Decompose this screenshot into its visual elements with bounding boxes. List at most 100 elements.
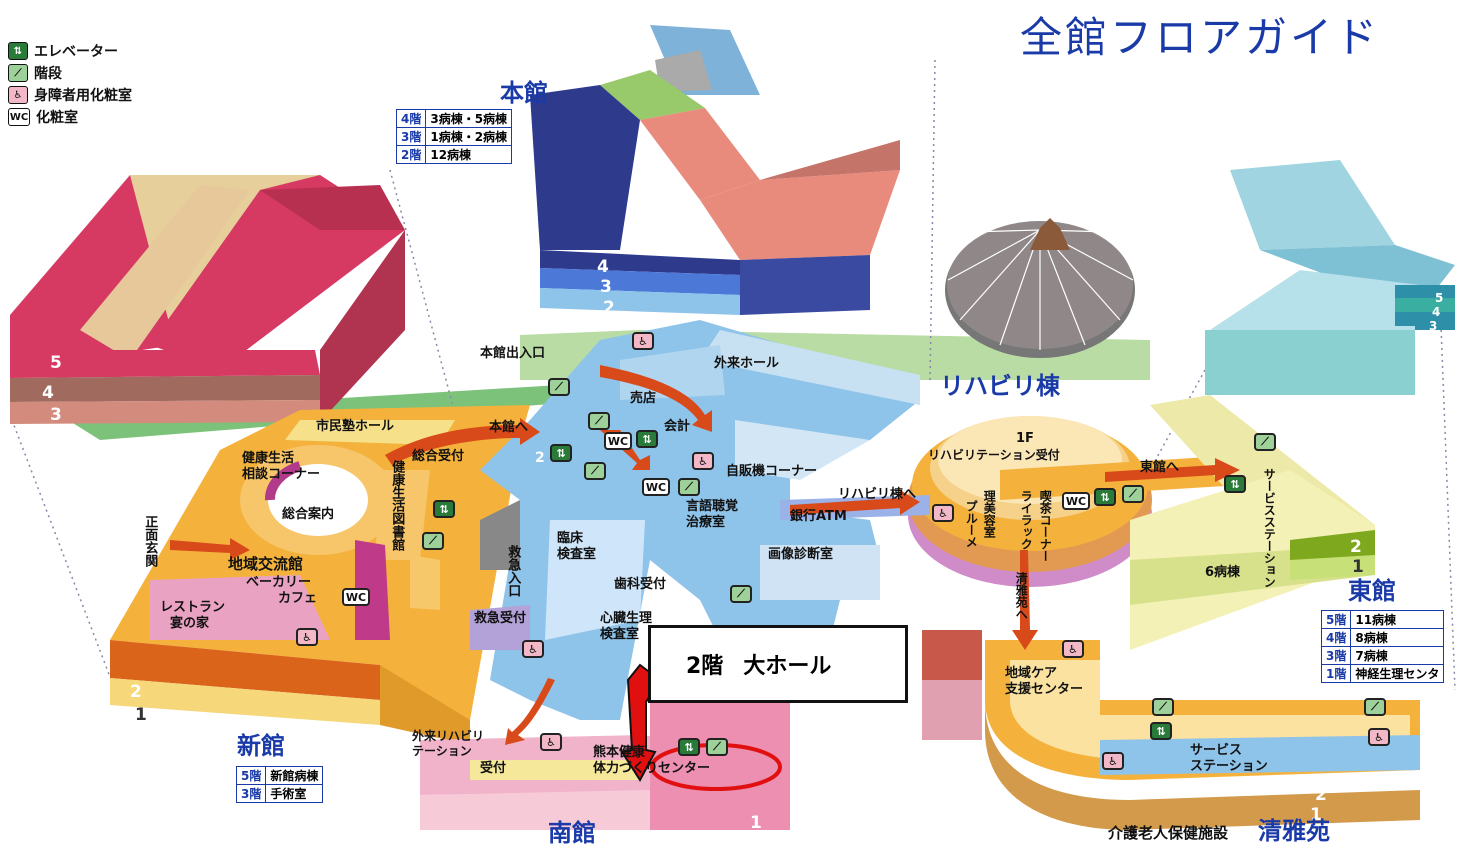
- label-bakery-cafe: カフェ: [278, 591, 318, 606]
- legend-label: 化粧室: [36, 110, 78, 126]
- label-health-consult: 健康生活: [242, 451, 295, 466]
- accessible-toilet-icon: ♿: [1368, 728, 1390, 746]
- label-honkan-entrance: 本館出入口: [480, 346, 546, 361]
- floor-desc: 手術室: [265, 784, 324, 803]
- label-community-care-center: 支援センター: [1005, 682, 1084, 697]
- minamikan-floor-1: 1: [750, 813, 762, 833]
- floor-level: 3階: [235, 784, 267, 803]
- svg-text:5: 5: [1435, 291, 1443, 305]
- floor-level: 5階: [1320, 610, 1352, 629]
- wc-icon: WC: [604, 432, 632, 450]
- floor-desc: 11病棟: [1350, 610, 1445, 629]
- east-ground: [1130, 395, 1375, 650]
- label-cardio-room: 検査室: [600, 627, 640, 642]
- label-restaurant-name: 宴の家: [170, 616, 210, 631]
- floor-desc: 12病棟: [425, 145, 513, 164]
- floor-desc: 神経生理センタ: [1350, 664, 1445, 683]
- stairs-icon: ⟋: [1122, 485, 1144, 503]
- seigaen: [922, 630, 1420, 830]
- floor-level: 5階: [235, 766, 267, 785]
- legend-item-stairs: ⟋ 階段: [8, 62, 132, 84]
- elevator-icon: ⇅: [1094, 488, 1116, 506]
- label-beauty: 理美容室: [982, 490, 997, 538]
- stairs-icon: ⟋: [678, 478, 700, 496]
- honkan-floor-2: 2: [603, 298, 615, 318]
- floor-row: 1階神経生理センタ: [1320, 664, 1445, 683]
- accessible-toilet-icon: ♿: [296, 628, 318, 646]
- rehab-name: リハビリ棟: [940, 372, 1060, 400]
- elevator-icon: ⇅: [678, 738, 700, 756]
- wc-icon: WC: [1062, 492, 1090, 510]
- rehab-floor-1f: 1F: [1016, 431, 1034, 446]
- accessible-toilet-icon: ♿: [8, 86, 28, 104]
- accessible-toilet-icon: ♿: [692, 452, 714, 470]
- floor-desc: 新館病棟: [265, 766, 324, 785]
- floor-level: 4階: [395, 109, 427, 128]
- shinkan-floor-4: 4: [42, 383, 54, 403]
- label-emergency-reception: 救急受付: [474, 611, 527, 626]
- callout-place: 大ホール: [743, 654, 832, 679]
- wc-icon: WC: [342, 588, 370, 606]
- seigaen-name: 清雅苑: [1258, 817, 1330, 845]
- accessible-toilet-icon: ♿: [540, 733, 562, 751]
- accessible-toilet-icon: ♿: [932, 504, 954, 522]
- label-shop: 売店: [630, 391, 657, 406]
- honkan-floor-3: 3: [600, 277, 612, 297]
- label-speech: 言語聴覚: [686, 499, 739, 514]
- east-upper-building: [1205, 160, 1455, 395]
- label-library: 健康生活図書館: [389, 460, 405, 551]
- label-front-entrance: 正面玄関: [142, 515, 158, 567]
- higashikan-name: 東館: [1348, 577, 1396, 605]
- label-bakery: ベーカリー: [246, 575, 312, 590]
- label-vending: 自販機コーナー: [726, 464, 818, 479]
- label-clinical-lab-room: 検査室: [557, 547, 597, 562]
- label-lilac: ライラック: [1019, 490, 1034, 550]
- honkan-floor-4: 4: [597, 257, 609, 277]
- label-ward6: 6病棟: [1205, 565, 1241, 580]
- floor-desc: 7病棟: [1350, 646, 1445, 665]
- accessible-toilet-icon: ♿: [522, 640, 544, 658]
- label-kumamoto-health-center: 体力づくりセンター: [593, 761, 711, 776]
- stairs-icon: ⟋: [1364, 698, 1386, 716]
- callout-box: 2階 大ホール: [648, 625, 908, 703]
- label-restaurant: レストラン: [160, 600, 226, 615]
- shinkan-ground: [110, 405, 530, 745]
- legend-label: 身障者用化粧室: [34, 88, 132, 104]
- legend-label: 階段: [34, 66, 62, 82]
- floor-desc: 8病棟: [1350, 628, 1445, 647]
- svg-text:4: 4: [1432, 305, 1440, 319]
- elevator-icon: ⇅: [1224, 475, 1246, 493]
- label-info: 総合案内: [282, 507, 335, 522]
- legend-item-accessible-toilet: ♿ 身障者用化粧室: [8, 84, 132, 106]
- label-bank-atm: 銀行ATM: [790, 509, 847, 524]
- wc-icon: WC: [8, 108, 30, 126]
- shinkan-upper-building: [10, 175, 405, 424]
- label-service-station-seigaen: サービス: [1190, 743, 1243, 758]
- label-dental: 歯科受付: [614, 577, 667, 592]
- label-health-consult-corner: 相談コーナー: [242, 467, 321, 482]
- floor-row: 5階新館病棟: [235, 766, 324, 785]
- label-outpatient-rehab: 外来リハビリ: [412, 729, 485, 743]
- floor-level: 3階: [395, 127, 427, 146]
- floor-level: 2階: [395, 145, 427, 164]
- stairs-icon: ⟋: [584, 462, 606, 480]
- accessible-toilet-icon: ♿: [1102, 752, 1124, 770]
- label-reception: 受付: [480, 761, 507, 776]
- accessible-toilet-icon: ♿: [632, 332, 654, 350]
- label-cardio: 心臓生理: [600, 611, 653, 626]
- label-emergency: 救急入口: [505, 545, 521, 597]
- shinkan-floor-5: 5: [50, 353, 62, 373]
- svg-text:1: 1: [135, 705, 147, 725]
- floor-desc: 1病棟・2病棟: [425, 127, 513, 146]
- wc-icon: WC: [642, 478, 670, 496]
- shinkan-name: 新館: [237, 732, 285, 760]
- label-speech-room: 治療室: [686, 515, 726, 530]
